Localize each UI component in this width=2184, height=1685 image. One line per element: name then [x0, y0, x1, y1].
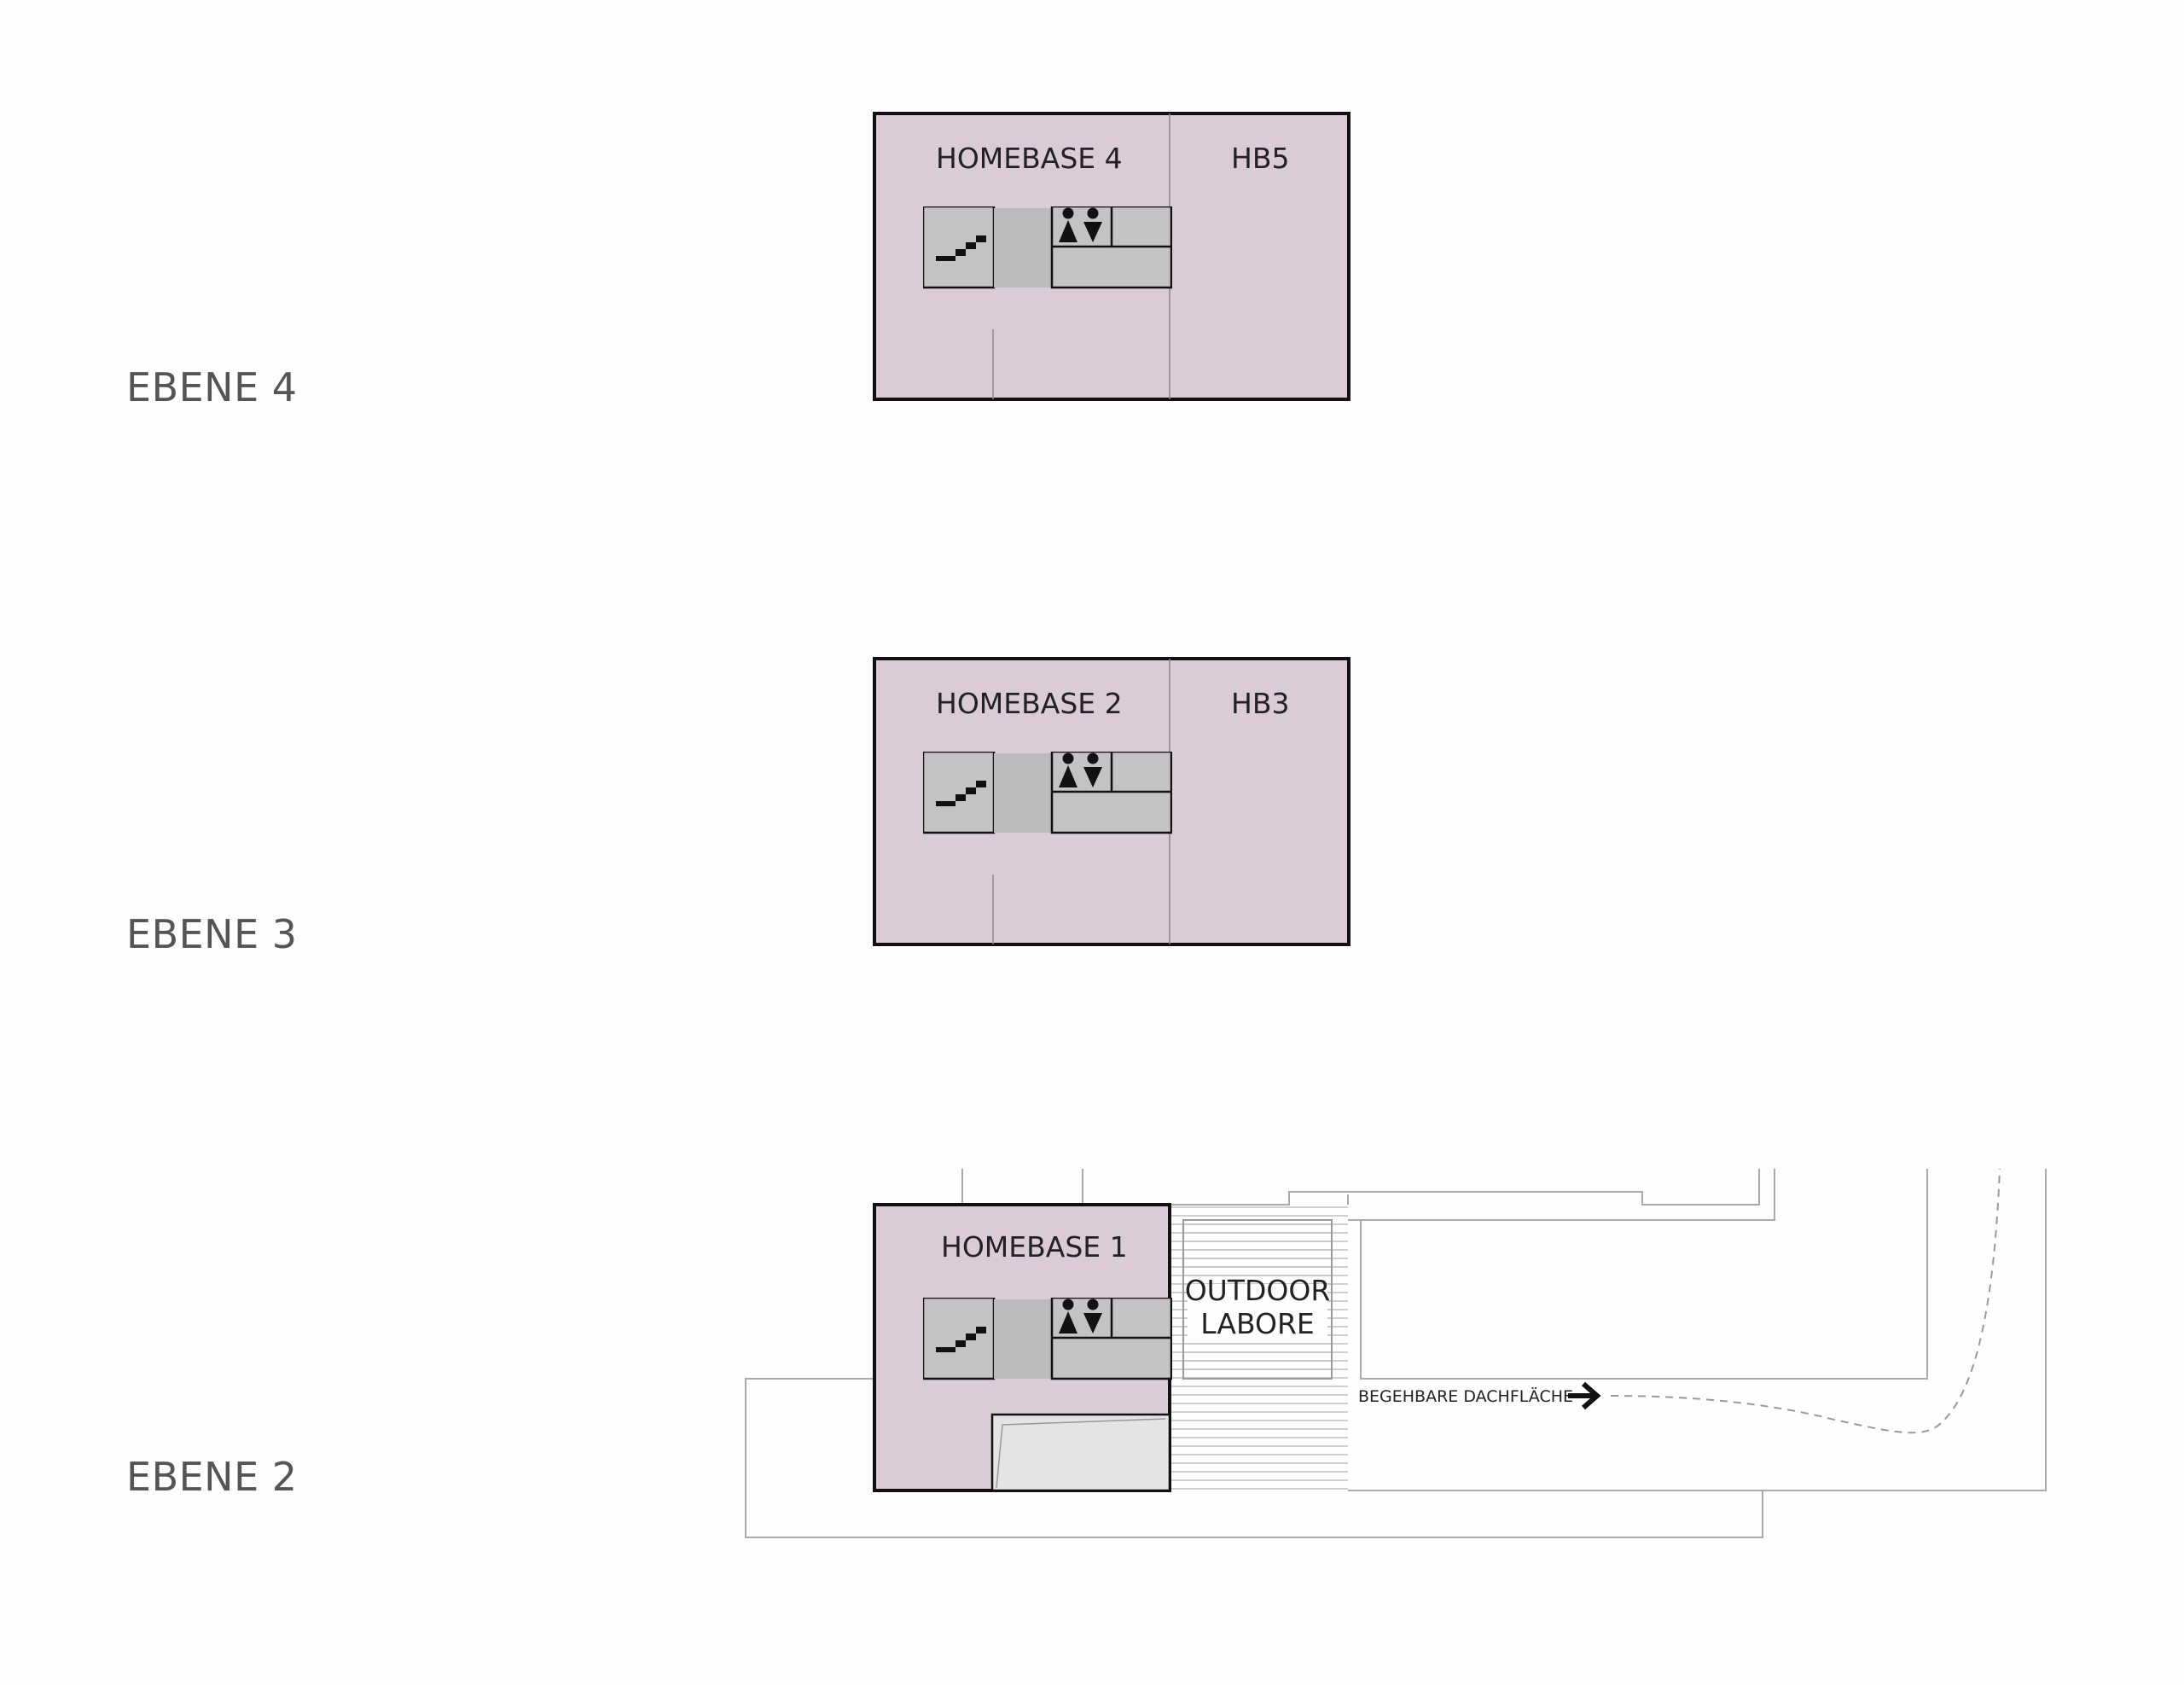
level-label-ebene-3: EBENE 3: [126, 911, 298, 957]
room-label-homebase-4: HOMEBASE 4: [936, 142, 1123, 175]
outdoor-labore-area: OUTDOOR LABORE: [1170, 1205, 1348, 1490]
room-label-homebase-1: HOMEBASE 1: [941, 1230, 1128, 1264]
floor-plan-ebene-3: HOMEBASE 2 HB3: [873, 657, 1350, 946]
floor-plan-ebene-4: HOMEBASE 4 HB5: [873, 112, 1350, 401]
roof-label-begehbare-dachflaeche: BEGEHBARE DACHFLÄCHE: [1358, 1386, 1573, 1406]
outdoor-label-line-1: OUTDOOR: [1185, 1274, 1331, 1307]
arrow-right-icon: [1568, 1381, 1601, 1410]
level-label-ebene-2: EBENE 2: [126, 1454, 298, 1500]
level-label-ebene-4: EBENE 4: [126, 364, 298, 410]
floor-plan-ebene-2: HOMEBASE 1: [873, 1203, 1172, 1492]
room-label-homebase-2: HOMEBASE 2: [936, 687, 1123, 720]
room-label-hb5: HB5: [1231, 142, 1289, 175]
outdoor-label-line-2: LABORE: [1200, 1307, 1315, 1340]
roof-walk-path: [1610, 1168, 2001, 1434]
room-label-hb3: HB3: [1231, 687, 1289, 720]
